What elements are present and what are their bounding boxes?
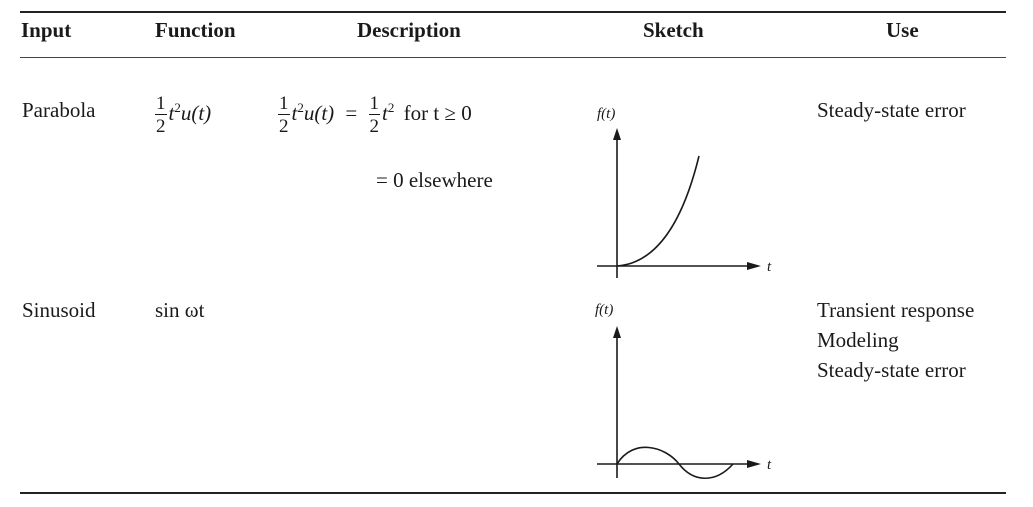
x-axis-label: t — [767, 259, 772, 275]
input-name: Parabola — [22, 98, 96, 122]
use-list: Steady-state error — [817, 100, 966, 121]
function-formula: sin ωt — [155, 298, 205, 322]
y-axis-label: f(t) — [597, 106, 615, 122]
use-item: Modeling — [817, 328, 899, 352]
header-description: Description — [357, 18, 461, 42]
sine-curve — [616, 446, 734, 479]
x-axis-arrow — [747, 460, 761, 468]
description-line2: = 0 elsewhere — [376, 168, 493, 192]
header-function: Function — [155, 18, 236, 42]
x-axis-arrow — [747, 262, 761, 270]
bottom-rule — [20, 492, 1006, 494]
header-sketch: Sketch — [643, 18, 704, 42]
y-axis-arrow — [613, 128, 621, 140]
use-item: Steady-state error — [817, 98, 966, 122]
input-name: Sinusoid — [22, 298, 96, 322]
use-list: Transient response Modeling Steady-state… — [817, 295, 974, 385]
header-rule — [20, 57, 1006, 58]
y-axis-label: f(t) — [595, 302, 613, 318]
parabola-curve — [616, 155, 700, 267]
header-input: Input — [21, 18, 72, 42]
header-use: Use — [886, 18, 919, 42]
x-axis-label: t — [767, 457, 772, 473]
top-rule — [20, 11, 1006, 13]
parabola-sketch: f(t) t — [597, 106, 772, 278]
use-item: Transient response — [817, 298, 975, 322]
sinusoid-sketch: f(t) t — [595, 302, 772, 479]
use-item: Steady-state error — [817, 358, 966, 382]
y-axis-arrow — [613, 326, 621, 338]
